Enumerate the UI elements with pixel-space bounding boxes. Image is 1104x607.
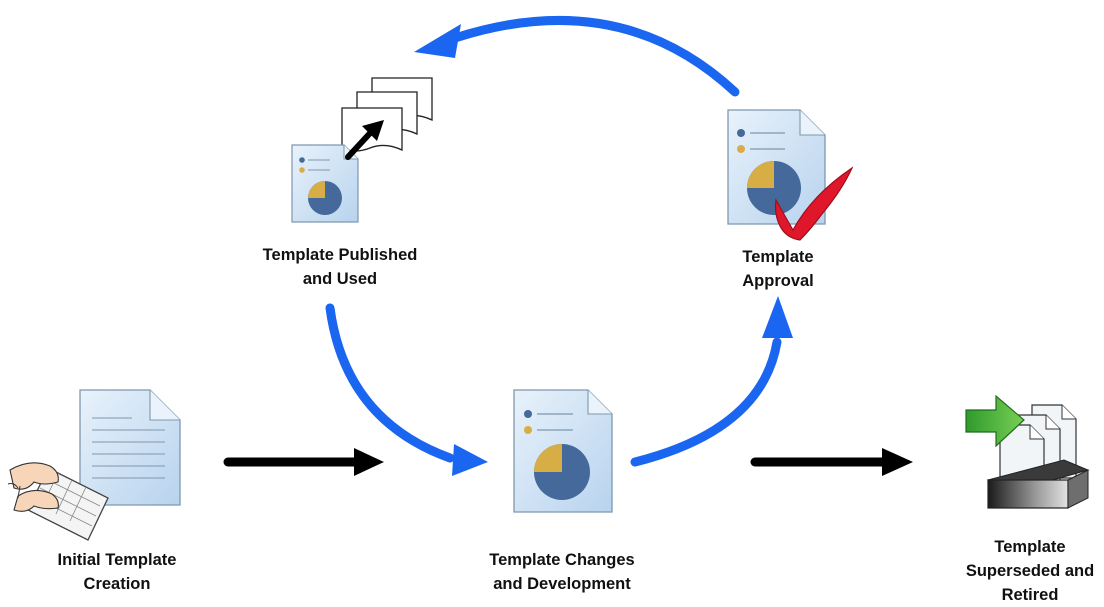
label-retired-line3: Retired (1001, 586, 1059, 604)
approved-document-icon (727, 109, 854, 241)
arrowhead-icon (354, 448, 384, 476)
label-approval: Template Approval (742, 245, 814, 293)
label-approval-line1: Template (742, 248, 814, 266)
label-changes: Template Changes and Development (489, 548, 634, 596)
label-creation: Initial Template Creation (58, 548, 177, 596)
label-creation-line2: Creation (83, 575, 151, 593)
arrowhead-icon (762, 296, 793, 338)
arrowhead-icon (414, 24, 461, 58)
arrow-changes-to-retired (750, 448, 913, 476)
checkmark-icon (774, 166, 854, 241)
label-published-line2: and Used (302, 270, 378, 288)
green-arrow-icon (965, 394, 1025, 448)
label-published-line1: Template Published (262, 246, 418, 264)
label-approval-line2: Approval (742, 272, 814, 290)
label-changes-line2: and Development (493, 575, 631, 593)
arc-changes-to-approval (630, 296, 793, 467)
label-creation-line1: Initial Template (57, 551, 177, 569)
archive-box-icon (965, 394, 1090, 509)
label-published: Template Published and Used (263, 243, 418, 291)
arrowhead-icon (452, 444, 488, 476)
label-retired: Template Superseded and Retired (966, 535, 1094, 607)
arc-approval-to-published (414, 15, 740, 97)
label-changes-line1: Template Changes (489, 551, 635, 569)
label-retired-line2: Superseded and (965, 562, 1095, 580)
arrowhead-icon (882, 448, 913, 476)
published-pages-icon (291, 77, 433, 223)
keyboard-document-icon (7, 389, 181, 541)
arc-published-to-changes (325, 303, 488, 476)
arrow-creation-to-changes (223, 448, 384, 476)
label-retired-line1: Template (994, 538, 1066, 556)
pie-document-icon (513, 389, 613, 513)
